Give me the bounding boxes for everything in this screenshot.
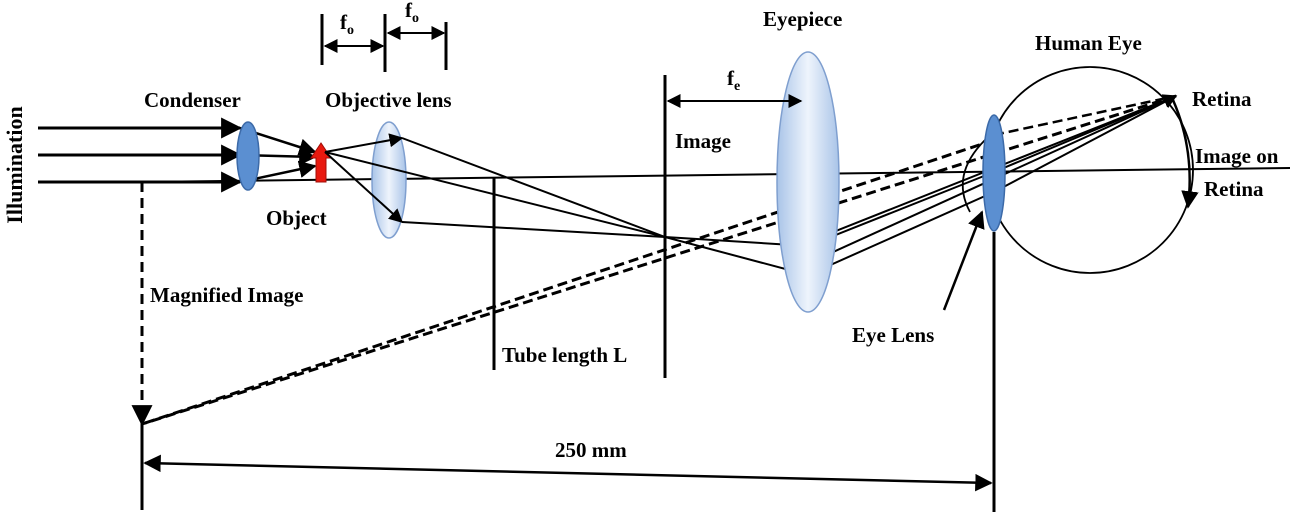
- label-retina: Retina: [1192, 87, 1252, 111]
- label-fe: fe: [727, 66, 740, 94]
- eye-lens: [982, 114, 1006, 232]
- label-image: Image: [675, 129, 731, 153]
- label-fo-right: fo: [405, 0, 419, 26]
- eyepiece-lens: [776, 51, 840, 313]
- label-eyepiece: Eyepiece: [763, 7, 842, 31]
- condenser-lens: [236, 121, 260, 191]
- retina-image-arrow: [1171, 99, 1199, 209]
- distance-arrow: [143, 454, 993, 492]
- label-image-on-retina-1: Image on: [1195, 144, 1279, 168]
- eyepiece-rays: [664, 94, 1178, 279]
- illumination-rays: [38, 117, 317, 193]
- label-magnified-image: Magnified Image: [150, 283, 303, 307]
- label-250-mm: 250 mm: [555, 438, 627, 462]
- eye-lens-pointer: [942, 210, 985, 311]
- optical-axis: [139, 167, 1291, 183]
- reference-lines: [140, 75, 996, 512]
- cornea: [961, 139, 986, 213]
- label-image-on-retina-2: Retina: [1204, 177, 1264, 201]
- label-fo-left: fo: [340, 10, 354, 38]
- label-object: Object: [266, 206, 327, 230]
- object-arrow: [310, 142, 332, 183]
- label-tube-length: Tube length L: [502, 343, 627, 367]
- label-illumination: Illumination: [2, 106, 27, 223]
- label-eye-lens: Eye Lens: [852, 323, 934, 347]
- label-condenser: Condenser: [144, 88, 241, 112]
- label-human-eye: Human Eye: [1035, 31, 1142, 55]
- objective-focal-markers: [320, 14, 448, 72]
- label-objective-lens: Objective lens: [325, 88, 452, 112]
